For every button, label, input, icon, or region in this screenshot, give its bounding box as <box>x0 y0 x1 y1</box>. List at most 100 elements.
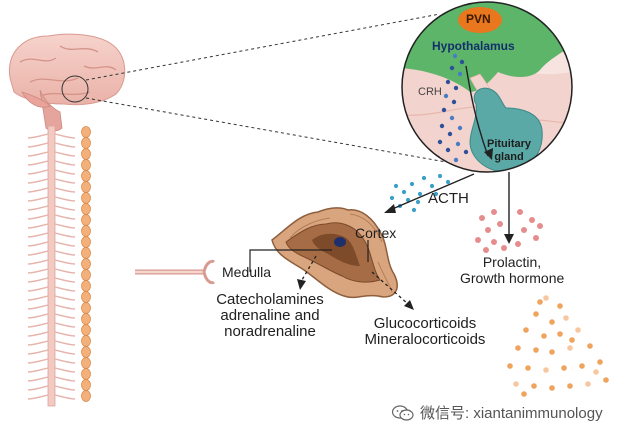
spinal-nerve <box>54 367 76 373</box>
crh-dot <box>449 65 455 71</box>
spinal-nerve <box>54 259 76 265</box>
glucocorticoids-label: Glucocorticoids <box>373 315 477 332</box>
acth-dot <box>409 181 415 187</box>
growth-hormone-dot <box>533 347 539 353</box>
spinal-nerve <box>54 376 76 382</box>
acth-dot <box>401 189 407 195</box>
ganglion <box>81 258 91 270</box>
spinal-nerve <box>54 313 76 319</box>
prolactin-dot <box>521 227 527 233</box>
spinal-nerve <box>54 169 76 175</box>
growth-hormone-dot <box>537 299 543 305</box>
brain-illustration <box>8 33 126 132</box>
prolactin-dot <box>533 235 539 241</box>
crh-dot <box>457 125 463 131</box>
catecholamines-label-line2: adrenaline and <box>220 306 320 324</box>
spinal-nerve <box>27 250 49 256</box>
growth-hormone-dot <box>549 349 555 355</box>
growth-hormone-dot <box>543 295 549 301</box>
prolactin-dot <box>529 217 535 223</box>
prolactin-dot <box>485 227 491 233</box>
ganglion <box>81 280 91 292</box>
spinal-nerve <box>27 349 49 355</box>
crh-dot <box>452 53 458 59</box>
hypothalamus-zoom-circle <box>401 1 573 173</box>
spinal-nerve <box>54 178 76 184</box>
ganglion <box>81 225 91 237</box>
spinal-nerve <box>27 223 49 229</box>
acth-dot <box>445 179 451 185</box>
growth-hormone-dot <box>561 365 567 371</box>
crh-dot <box>443 163 449 169</box>
cortex-label: Cortex <box>355 225 397 241</box>
prolactin-dot <box>491 239 497 245</box>
acth-dots <box>389 173 451 213</box>
ganglion <box>81 390 91 402</box>
growth-hormone-dot <box>541 333 547 339</box>
growth-hormone-dot <box>521 391 527 397</box>
ganglion <box>81 159 91 171</box>
pvn-region <box>458 7 502 33</box>
spinal-nerve <box>54 241 76 247</box>
medulla-label: Medulla <box>222 264 272 280</box>
growth-hormone-dot <box>597 359 603 365</box>
crh-dot <box>437 139 443 145</box>
acth-dot <box>411 207 417 213</box>
spinal-nerve <box>54 160 76 166</box>
ganglion <box>81 181 91 193</box>
zoom-lines <box>85 13 447 163</box>
growth-hormone-dot <box>507 363 513 369</box>
spinal-nerve <box>54 223 76 229</box>
growth-hormone-dot <box>603 377 609 383</box>
spinal-nerve <box>27 160 49 166</box>
pituitary-label-line1: Pituitary <box>486 138 531 150</box>
spinal-nerve <box>27 331 49 337</box>
spinal-nerve <box>27 286 49 292</box>
crh-dot <box>441 107 447 113</box>
spinal-nerve <box>27 394 49 400</box>
acth-dot <box>389 195 395 201</box>
spinal-nerve <box>27 205 49 211</box>
ganglion <box>81 346 91 358</box>
spinal-nerve <box>54 214 76 220</box>
prolactin-label-line1: Prolactin, <box>482 254 542 270</box>
spinal-nerve <box>54 394 76 400</box>
ganglion <box>81 324 91 336</box>
spinal-nerve <box>54 196 76 202</box>
ganglion <box>81 368 91 380</box>
acth-dot <box>405 197 411 203</box>
prolactin-arrow <box>504 172 514 244</box>
spinal-nerve <box>54 331 76 337</box>
spinal-nerve <box>27 142 49 148</box>
spinal-nerve <box>54 385 76 391</box>
spinal-nerve <box>27 268 49 274</box>
acth-dot <box>421 175 427 181</box>
spinal-nerve <box>27 376 49 382</box>
catecholamines-label: Catecholamines adrenaline and noradrenal… <box>210 292 330 339</box>
spinal-nerve <box>27 232 49 238</box>
ganglion <box>81 313 91 325</box>
growth-hormone-dot <box>533 311 539 317</box>
spinal-nerve <box>27 214 49 220</box>
crh-dot <box>443 93 449 99</box>
spinal-nerve <box>54 322 76 328</box>
acth-arrow <box>384 173 475 213</box>
prolactin-dot <box>537 223 543 229</box>
growth-hormone-dot <box>569 337 575 343</box>
spinal-nerve <box>54 268 76 274</box>
crh-dot <box>445 79 451 85</box>
hypothalamus-label: Hypothalamus <box>432 39 515 53</box>
leader-lines <box>249 240 369 272</box>
medulla-nerve <box>135 259 216 285</box>
spinal-nerve <box>54 349 76 355</box>
spinal-nerve <box>54 187 76 193</box>
spinal-nerve <box>54 304 76 310</box>
ganglion <box>81 137 91 149</box>
growth-hormone-dot <box>567 345 573 351</box>
spinal-nerve <box>27 196 49 202</box>
prolactin-dot <box>479 215 485 221</box>
ganglion <box>81 357 91 369</box>
crh-label: CRH <box>418 86 442 98</box>
